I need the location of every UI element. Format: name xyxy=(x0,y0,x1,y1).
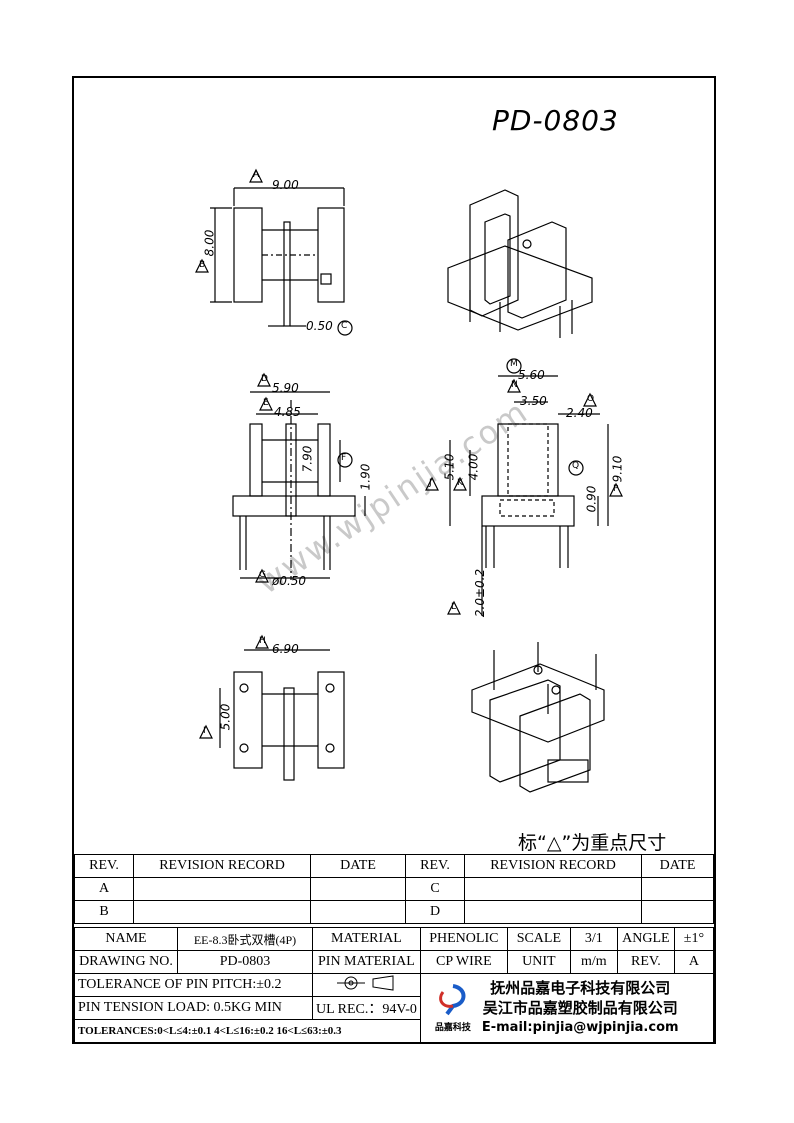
dim-k: 4.00 xyxy=(466,453,481,481)
projection-symbol xyxy=(312,973,421,997)
scale-value: 3/1 xyxy=(569,927,618,951)
dim-f1: 7.90 xyxy=(300,445,315,473)
unit-label: UNIT xyxy=(506,950,571,974)
drawing-no-label: DRAWING NO. xyxy=(74,950,178,974)
name-value: EE-8.3卧式双槽(4P) xyxy=(177,927,313,951)
rev-value: A xyxy=(673,950,715,974)
top-view xyxy=(210,187,345,327)
mark-h: H xyxy=(259,636,266,646)
mark-f: F xyxy=(341,453,347,463)
bottom-view xyxy=(219,649,345,781)
side-view xyxy=(449,375,609,616)
front-view xyxy=(232,391,366,580)
angle-value: ±1° xyxy=(673,927,715,951)
dim-a: 9.00 xyxy=(272,178,299,192)
ul-rec: UL REC.：94V-0 xyxy=(312,996,421,1020)
dim-j: 5.10 xyxy=(442,453,457,481)
mark-p: P xyxy=(613,484,619,494)
pin-tension-load: PIN TENSION LOAD: 0.5KG MIN xyxy=(74,996,313,1020)
rev-header: REV. xyxy=(405,854,465,878)
dim-d: 5.90 xyxy=(272,381,299,395)
mark-b: B xyxy=(199,260,206,270)
mark-a: A xyxy=(253,170,260,180)
drawing-title: PD-0803 xyxy=(492,104,619,137)
mark-e: E xyxy=(263,398,269,408)
drawing-no-value: PD-0803 xyxy=(177,950,313,974)
drawing-frame xyxy=(72,76,716,1044)
circled-marks xyxy=(337,320,584,476)
logo-icon xyxy=(438,983,466,1015)
rev-label: REV. xyxy=(616,950,675,974)
isometric-bottom xyxy=(471,642,605,793)
mark-o: O xyxy=(587,394,595,404)
mark-i: I xyxy=(203,726,206,736)
angle-label: ANGLE xyxy=(616,927,675,951)
revision-record-header: REVISION RECORD xyxy=(464,854,642,878)
dim-i: 5.00 xyxy=(218,703,233,731)
dim-c: 0.50 xyxy=(306,319,333,333)
dim-f2: 1.90 xyxy=(358,463,373,491)
mark-q: Q xyxy=(572,461,580,471)
table-row: B D xyxy=(74,900,714,924)
mark-j: J xyxy=(429,478,432,488)
material-value: PHENOLIC xyxy=(419,927,508,951)
company-logo: 品嘉科技 xyxy=(424,983,482,1033)
isometric-top xyxy=(447,189,593,338)
dim-o: 2.40 xyxy=(566,406,593,420)
date-header: DATE xyxy=(310,854,406,878)
company-block: 品嘉科技 抚州品嘉电子科技有限公司 吴江市品嘉塑胶制品有限公司 E-mail:p… xyxy=(419,973,715,1043)
dim-n: 3.50 xyxy=(520,394,547,408)
dim-p: 9.10 xyxy=(610,455,625,483)
tolerances: TOLERANCES:0<L≤4:±0.1 4<L≤16:±0.2 16<L≤6… xyxy=(74,1019,421,1043)
mark-n: N xyxy=(511,380,518,390)
mark-g: G xyxy=(259,570,266,580)
projection-icon xyxy=(337,974,394,991)
dim-b: 8.00 xyxy=(202,229,217,257)
pin-material-label: PIN MATERIAL xyxy=(312,950,421,974)
datum-triangles xyxy=(195,168,623,739)
table-row: A C xyxy=(74,877,714,901)
company-email: E-mail:pinjia@wjpinjia.com xyxy=(481,1020,679,1035)
mark-l: L xyxy=(451,602,457,612)
mark-d: D xyxy=(261,374,268,384)
dim-h: 6.90 xyxy=(272,642,299,656)
dim-q: 0.90 xyxy=(584,485,599,513)
dim-m: 5.60 xyxy=(518,368,545,382)
dim-g: ø0.50 xyxy=(272,574,307,588)
revision-table: REV. REVISION RECORD DATE REV. REVISION … xyxy=(74,854,714,924)
dim-l: 2.0±0.2 xyxy=(473,568,488,618)
rev-header: REV. xyxy=(74,854,134,878)
date-header: DATE xyxy=(641,854,714,878)
mark-m: M xyxy=(510,359,518,369)
tolerance-pin-pitch: TOLERANCE OF PIN PITCH:±0.2 xyxy=(74,973,313,997)
key-dimension-note: 标“△”为重点尺寸 xyxy=(518,832,667,854)
title-block: NAME EE-8.3卧式双槽(4P) MATERIAL PHENOLIC SC… xyxy=(74,927,715,1043)
dim-e: 4.85 xyxy=(274,405,301,419)
company-name-2: 吴江市品嘉塑胶制品有限公司 xyxy=(482,999,678,1017)
name-label: NAME xyxy=(74,927,178,951)
scale-label: SCALE xyxy=(506,927,571,951)
revision-record-header: REVISION RECORD xyxy=(133,854,311,878)
pin-material-value: CP WIRE xyxy=(419,950,508,974)
mark-k: K xyxy=(457,478,463,488)
logo-text: 品嘉科技 xyxy=(434,1022,471,1033)
material-label: MATERIAL xyxy=(312,927,421,951)
mark-c: C xyxy=(341,321,348,331)
company-name-1: 抚州品嘉电子科技有限公司 xyxy=(490,979,671,997)
unit-value: m/m xyxy=(569,950,618,974)
